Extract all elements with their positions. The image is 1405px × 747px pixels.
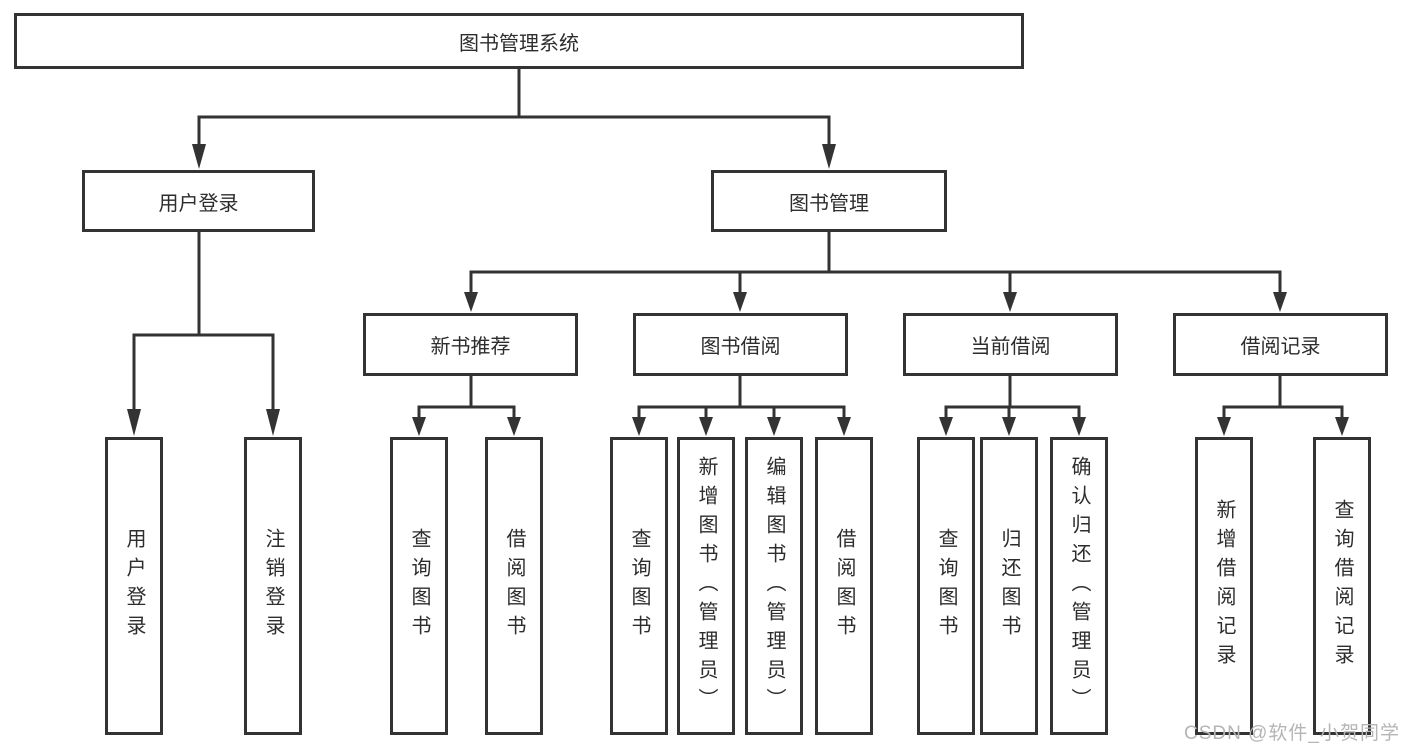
leaf-query-borrow-record: 查询借阅记录 <box>1313 437 1371 735</box>
node-label: 查询图书 <box>935 528 957 644</box>
node-book-management: 图书管理 <box>711 170 947 232</box>
node-new-book-recommend: 新书推荐 <box>363 313 578 376</box>
node-label: 确认归还（管理员） <box>1068 455 1090 717</box>
node-borrow-records: 借阅记录 <box>1173 313 1388 376</box>
node-label: 借阅图书 <box>833 528 855 644</box>
connector-current-group <box>939 374 1086 436</box>
node-label: 查询图书 <box>628 528 650 644</box>
leaf-return-book: 归还图书 <box>980 437 1038 735</box>
leaf-add-borrow-record: 新增借阅记录 <box>1195 437 1253 735</box>
node-label: 新增借阅记录 <box>1213 499 1235 673</box>
leaf-user-login: 用户登录 <box>105 437 163 735</box>
node-root-system: 图书管理系统 <box>14 13 1024 69</box>
node-label: 新增图书（管理员） <box>695 455 717 717</box>
arrow-icon <box>266 409 280 436</box>
watermark: CSDN @软件_小贺同学 <box>1184 723 1400 744</box>
connector-recommend-group <box>412 374 521 436</box>
node-label: 借阅图书 <box>503 528 525 644</box>
leaf-borrow-books-1: 借阅图书 <box>485 437 543 735</box>
arrow-icon <box>837 417 851 436</box>
node-label: 新书推荐 <box>430 336 511 358</box>
arrow-icon <box>192 144 206 169</box>
connector-login-group <box>127 230 280 436</box>
node-label: 用户登录 <box>158 192 239 215</box>
arrow-icon <box>733 292 747 312</box>
arrow-icon <box>767 417 781 436</box>
node-label: 图书借阅 <box>700 336 781 358</box>
leaf-confirm-return-admin: 确认归还（管理员） <box>1050 437 1108 735</box>
connector-borrow-group <box>632 374 851 436</box>
node-label: 归还图书 <box>998 528 1020 644</box>
leaf-add-book-admin: 新增图书（管理员） <box>677 437 735 735</box>
arrow-icon <box>1335 417 1349 436</box>
node-label: 图书管理 <box>789 192 869 215</box>
arrow-icon <box>939 417 953 436</box>
leaf-query-books-1: 查询图书 <box>390 437 448 735</box>
arrow-icon <box>822 144 836 169</box>
arrow-icon <box>1072 417 1086 436</box>
leaf-query-books-2: 查询图书 <box>610 437 668 735</box>
leaf-logout: 注销登录 <box>244 437 302 735</box>
connector-root-to-level2 <box>192 67 836 169</box>
node-label: 图书管理系统 <box>459 32 579 55</box>
node-user-login: 用户登录 <box>82 170 315 232</box>
leaf-borrow-books-2: 借阅图书 <box>815 437 873 735</box>
leaf-edit-book-admin: 编辑图书（管理员） <box>745 437 803 735</box>
node-label: 当前借阅 <box>970 336 1051 358</box>
node-label: 借阅记录 <box>1240 336 1321 358</box>
connector-records-group <box>1217 374 1349 436</box>
node-label: 编辑图书（管理员） <box>763 455 785 717</box>
arrow-icon <box>632 417 646 436</box>
arrow-icon <box>464 292 478 312</box>
node-label: 用户登录 <box>123 528 145 644</box>
arrow-icon <box>1273 292 1287 312</box>
arrow-icon <box>1002 417 1016 436</box>
node-current-borrow: 当前借阅 <box>903 313 1118 376</box>
leaf-query-books-3: 查询图书 <box>917 437 975 735</box>
node-label: 查询借阅记录 <box>1331 499 1353 673</box>
node-label: 注销登录 <box>262 528 284 644</box>
connector-management-group <box>464 230 1287 312</box>
arrow-icon <box>1217 417 1231 436</box>
arrow-icon <box>699 417 713 436</box>
arrow-icon <box>412 417 426 436</box>
node-label: 查询图书 <box>408 528 430 644</box>
arrow-icon <box>507 417 521 436</box>
arrow-icon <box>127 409 141 436</box>
node-book-borrow: 图书借阅 <box>633 313 848 376</box>
arrow-icon <box>1003 292 1017 312</box>
